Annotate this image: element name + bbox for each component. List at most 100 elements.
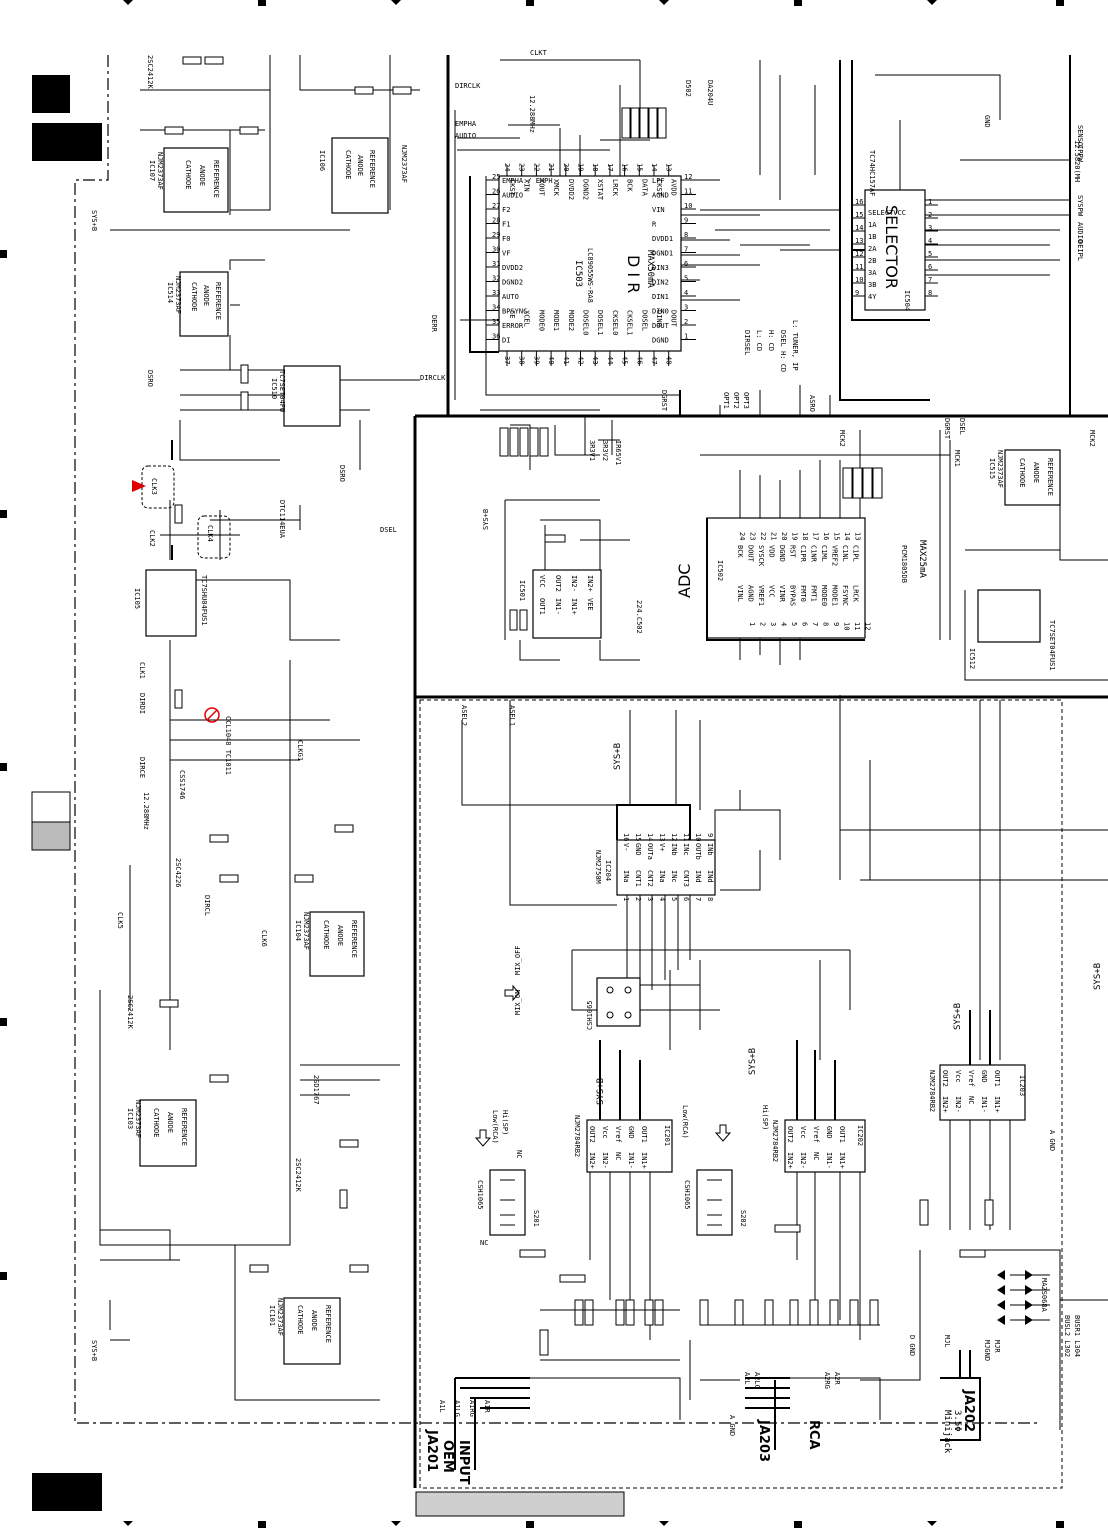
sysb-mid: SYS+B xyxy=(613,743,623,770)
ic514-pin2: ANODE xyxy=(202,285,210,306)
ic104-pin1: CATHODE xyxy=(322,920,330,950)
dir-pin-name: DIN0 xyxy=(652,308,669,316)
adc-pin-name: DOUT xyxy=(747,545,755,563)
dir-pin-name: MODE0 xyxy=(537,310,545,331)
dir-pin-name: DGND2 xyxy=(502,279,523,287)
ic201-pin-name: IN1+ xyxy=(640,1152,648,1169)
dir-pin-name: CKST xyxy=(508,179,516,197)
ja202-mjgnd: MJGND xyxy=(983,1340,991,1361)
adc-pin-number: 15 xyxy=(833,532,841,540)
dir-pin-name: XSTAT xyxy=(596,179,604,201)
ic201-pin-name: GND xyxy=(627,1126,635,1139)
index-tab-blank xyxy=(31,791,71,823)
ic204-pin-name: INa xyxy=(622,870,630,883)
sel-dsel: DSEL H: CD xyxy=(779,330,787,372)
dir-pin-name: F0 xyxy=(502,235,510,243)
adc-pin-name: LRCK xyxy=(852,585,860,603)
clk6-label: CLK3 xyxy=(150,478,158,495)
q106-part: 2SC2412K xyxy=(146,55,154,90)
ic202-pin-name: GND xyxy=(825,1126,833,1139)
right-top-freq: 12.5820(MH xyxy=(1073,140,1081,182)
ic204-pin-name: OUTb xyxy=(694,843,702,860)
ic203-pin-name: IN2+ xyxy=(941,1096,949,1113)
dir-pin-name: DIN2 xyxy=(652,279,669,287)
dir-pin-name: AUDIO xyxy=(502,192,523,200)
ja202-label: JA202 xyxy=(961,1389,976,1432)
dir-pin-number: 39 xyxy=(532,356,540,364)
s201-label: S201 xyxy=(532,1210,540,1227)
index-tab-gray xyxy=(31,821,71,851)
c502-label: 224.C502 xyxy=(635,600,643,634)
ic201-pin-name: IN1- xyxy=(627,1152,635,1169)
dir-pin-number: 45 xyxy=(621,356,629,364)
hi-sp-label: Hi(SP) xyxy=(761,1105,769,1130)
index-tab-bottom xyxy=(32,1473,102,1511)
dir-pin-number: 1 xyxy=(684,333,688,341)
adc-pin-number: 7 xyxy=(811,622,819,626)
ic106-label: IC106 xyxy=(318,150,326,171)
clkg1-label: CLK4 xyxy=(206,525,214,542)
ic202-pin-name: Vcc xyxy=(799,1126,807,1139)
adc-pin-name: C1NR xyxy=(810,545,818,563)
adc-pin-name: SYSCK xyxy=(757,545,765,567)
ic203-pin-name: Vcc xyxy=(954,1070,962,1083)
ic501-pin-name: IN2- xyxy=(570,575,578,592)
adc-pin-number: 8 xyxy=(822,622,830,626)
ja201-pin-a1r: A1R xyxy=(483,1400,491,1413)
dir-pin-name: DI xyxy=(502,337,510,345)
selector-pin-number: 3 xyxy=(928,224,932,232)
agnd-bottom: A GND xyxy=(728,1415,736,1436)
selector-pin-number: 15 xyxy=(855,211,863,219)
ja201-pin-a1rg: A1RG xyxy=(468,1400,476,1417)
dir-pin-name: DVDD2 xyxy=(502,264,523,272)
ja201-desc1: OEM xyxy=(440,1440,455,1473)
ic204-pins: 16V-15GND14OUTa13V+12INb11INc10OUTb9INb1… xyxy=(622,833,714,901)
selector-pin-number: 12 xyxy=(855,250,863,258)
dir-pin-name: XOUT xyxy=(537,179,545,197)
ic204-pin-number: 4 xyxy=(658,897,666,901)
dir-pin-number: 43 xyxy=(591,356,599,364)
selector-pin-name: SELECTVCC xyxy=(868,209,906,217)
dir-pin-number: 29 xyxy=(492,231,500,239)
ic515-label: IC515 xyxy=(988,458,996,479)
ja203-pin-a2rg: A2RG xyxy=(823,1372,831,1389)
ic204-pin-name: INb xyxy=(706,843,714,856)
ic204-pin-number: 9 xyxy=(706,833,714,837)
dir-bottom-pins: 37CE38XCEL39MODE040MODE141MODE242DOSEL04… xyxy=(503,310,678,366)
dir-pin-number: 8 xyxy=(684,231,688,239)
connector-ja201: JA201 OEM INPUT A1L A1LG A1RG A1R xyxy=(424,1377,530,1485)
ic204-pin-number: 7 xyxy=(694,897,702,901)
dir-right-pins: 12LPF11AGND10VIN9R8DVDD17DGND16DIN35DIN2… xyxy=(652,173,696,345)
adc-pin-number: 18 xyxy=(801,532,809,540)
empha-net: EMPHA xyxy=(455,120,477,128)
adc-pin-name: FMT1 xyxy=(810,585,818,602)
dir-pin-number: 21 xyxy=(547,163,555,171)
dir-pin-name: DOUT xyxy=(670,310,678,328)
deipl-net: SYSPW xyxy=(1076,195,1084,217)
adc-pin-number: 20 xyxy=(780,532,788,540)
sel-l-cd: L: CD xyxy=(755,330,763,351)
asro-net: ASRO xyxy=(808,395,816,412)
dir-pin-name: CKST xyxy=(655,179,663,197)
adc-pin-number: 24 xyxy=(738,532,746,540)
dirdi-net: IR65V1 xyxy=(614,440,622,465)
adc-title: ADC xyxy=(675,564,694,598)
low-rca-label-2: Low(RCA) xyxy=(491,1110,499,1144)
dirclk-left: DIRCLK xyxy=(420,374,446,382)
ic201-pin-name: Vcc xyxy=(601,1126,609,1139)
selector-pin-number: 7 xyxy=(928,276,932,284)
s202-label: S202 xyxy=(739,1210,747,1227)
ic103-label: IC103 xyxy=(126,1108,134,1129)
ic201-pin-name: Vref xyxy=(614,1126,622,1143)
adc-pin-name: RST xyxy=(789,545,797,558)
dir-pin-number: 22 xyxy=(532,163,540,171)
q103-part: 2SC2412K xyxy=(294,1158,302,1193)
ic106-pin2: ANODE xyxy=(356,155,364,176)
dir-pin-number: 9 xyxy=(684,217,688,225)
s201-nc1: NC xyxy=(480,1239,488,1247)
dir-pin-name: BPSYNC xyxy=(502,308,527,316)
